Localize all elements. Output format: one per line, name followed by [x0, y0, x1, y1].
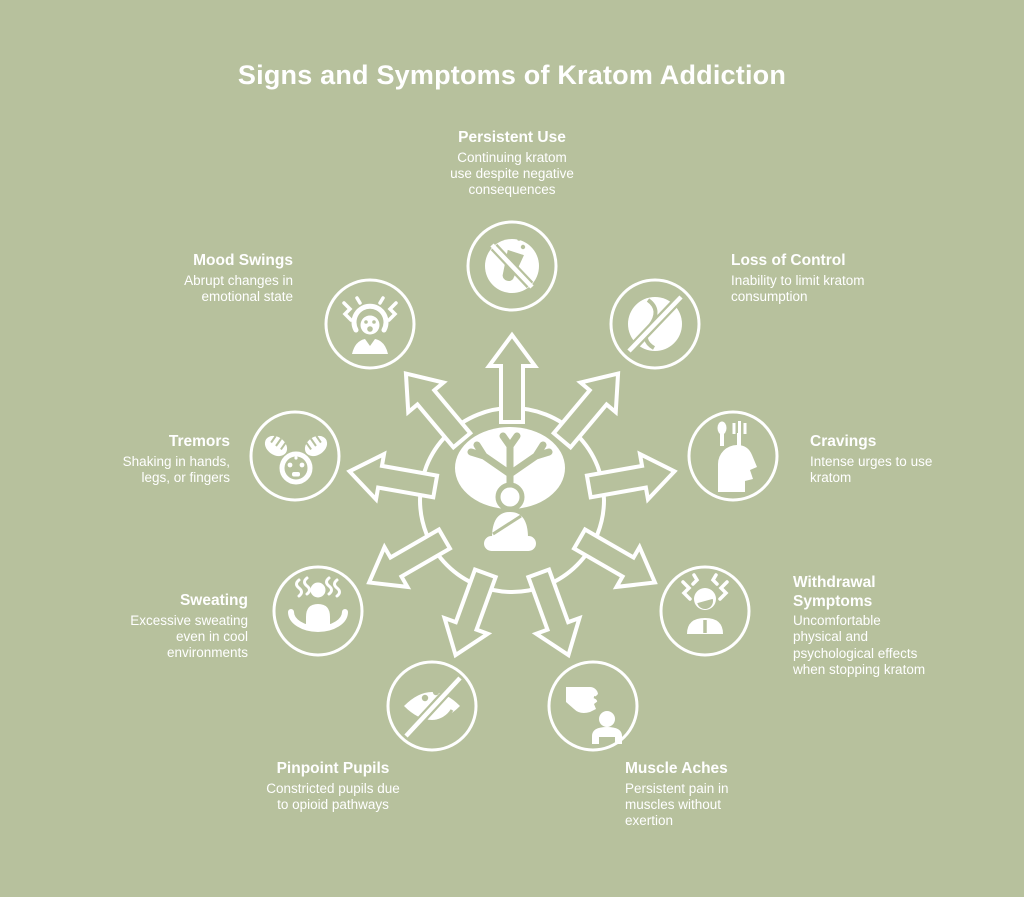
- circle-sweating: [272, 565, 364, 657]
- sweating-person-icon: [288, 576, 348, 632]
- circle-withdrawal: [659, 565, 751, 657]
- label-loss-of-control: Loss of Control Inability to limit krato…: [731, 252, 921, 305]
- item-label: Tremors: [168, 433, 230, 450]
- distressed-person-icon: [681, 573, 729, 634]
- arrow-lower-right: [571, 526, 658, 590]
- hand-pressing-shoulder-icon: [566, 686, 622, 744]
- crossed-sphere-icon: [627, 295, 683, 353]
- item-description: Excessive sweating even in cool environm…: [130, 612, 248, 660]
- item-description: Continuing kratom use despite negative c…: [450, 149, 574, 197]
- circle-persistent-use: [466, 220, 558, 312]
- item-label: Loss of Control: [731, 252, 846, 269]
- item-description: Intense urges to use kratom: [810, 453, 933, 485]
- label-sweating: Sweating Excessive sweating even in cool…: [116, 592, 248, 661]
- head-utensils-icon: [717, 421, 757, 492]
- arrow-upper-left: [403, 371, 474, 451]
- item-label: Cravings: [810, 433, 877, 450]
- circle-mood-swings: [324, 278, 416, 370]
- hub-arrows: [346, 331, 678, 659]
- arrow-lower-left: [366, 526, 453, 590]
- item-label: Mood Swings: [193, 252, 293, 269]
- stressed-person-icon: [342, 296, 398, 354]
- label-withdrawal-symptoms: Withdrawal Symptoms Uncomfortable physic…: [793, 574, 935, 678]
- circle-muscle-aches: [547, 660, 639, 752]
- circle-pinpoint-pupils: [386, 660, 478, 752]
- item-description: Uncomfortable physical and psychological…: [793, 613, 926, 677]
- label-muscle-aches: Muscle Aches Persistent pain in muscles …: [625, 760, 765, 829]
- item-description: Constricted pupils due to opioid pathway…: [266, 780, 400, 812]
- page-title: Signs and Symptoms of Kratom Addiction: [237, 60, 787, 90]
- circle-tremors: [249, 410, 341, 502]
- item-description: Persistent pain in muscles without exert…: [625, 780, 729, 828]
- item-description: Abrupt changes in emotional state: [184, 272, 293, 304]
- item-description: Shaking in hands, legs, or fingers: [122, 453, 230, 485]
- spoke-circles: [249, 220, 779, 752]
- item-label: Persistent Use: [458, 129, 566, 146]
- eye-slash-icon: [404, 676, 462, 738]
- tremor-face-hands-icon: [264, 435, 328, 485]
- label-tremors: Tremors Shaking in hands, legs, or finge…: [94, 433, 230, 486]
- no-substance-icon: [485, 237, 539, 293]
- item-description: Inability to limit kratom consumption: [731, 272, 865, 304]
- item-label: Withdrawal Symptoms: [793, 574, 876, 610]
- item-label: Pinpoint Pupils: [276, 760, 390, 777]
- item-label: Muscle Aches: [625, 760, 728, 777]
- item-label: Sweating: [179, 592, 248, 609]
- arrow-left: [346, 450, 440, 504]
- circle-cravings: [687, 410, 779, 502]
- arrow-bottom-right: [525, 566, 583, 659]
- circle-loss-of-control: [609, 278, 701, 370]
- label-mood-swings: Mood Swings Abrupt changes in emotional …: [113, 252, 293, 305]
- arrow-bottom-left: [441, 566, 499, 659]
- kratom-tree-person-icon: [455, 427, 565, 551]
- arrow-upper-right: [550, 371, 621, 451]
- arrow-top: [485, 331, 539, 424]
- label-cravings: Cravings Intense urges to use kratom: [810, 433, 960, 486]
- label-pinpoint-pupils: Pinpoint Pupils Constricted pupils due t…: [262, 760, 404, 813]
- arrow-right: [584, 450, 678, 504]
- label-persistent-use: Persistent Use Continuing kratom use des…: [432, 129, 592, 198]
